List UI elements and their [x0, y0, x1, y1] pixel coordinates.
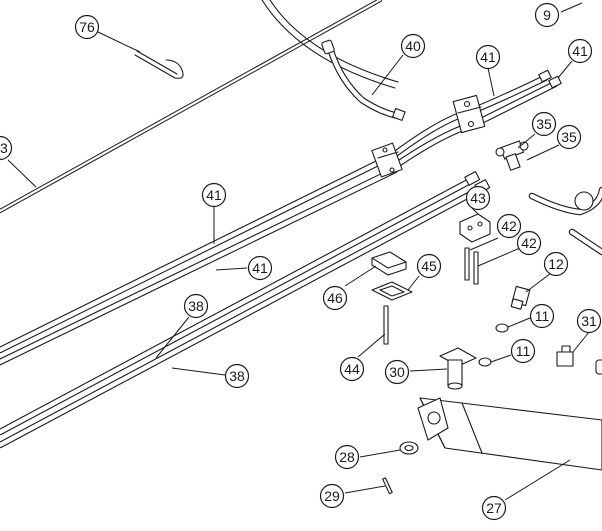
callout-41b: 41	[567, 38, 593, 64]
part-76-hook-pin	[134, 50, 184, 79]
part-30-pivot-pin	[439, 347, 477, 390]
part-11-o-ring-upper	[495, 323, 509, 333]
part-12-fitting	[510, 285, 531, 310]
part-35-tee-fittings	[495, 140, 529, 171]
callout-11b: 11	[510, 338, 536, 364]
callout-11a-label: 11	[535, 308, 550, 324]
callout-29: 29	[319, 483, 345, 509]
callout-31-label: 31	[581, 313, 597, 329]
callout-35b: 35	[556, 124, 582, 150]
callout-42b: 42	[516, 230, 542, 256]
callout-45: 45	[416, 253, 442, 279]
callout-28-label: 28	[339, 449, 355, 465]
callout-42b-label: 42	[521, 235, 537, 251]
callout-76-label: 76	[79, 19, 95, 35]
callout-41d: 41	[247, 255, 273, 281]
callout-40-label: 40	[405, 38, 421, 54]
callout-41c: 41	[201, 182, 227, 208]
part-33-long-rod	[0, 0, 383, 214]
callout-41c-label: 41	[206, 187, 222, 203]
part-43-bracket	[459, 213, 491, 243]
callout-27-label: 27	[486, 500, 502, 516]
callout-31: 31	[576, 308, 602, 334]
callout-38b: 38	[224, 363, 250, 389]
leader-lines	[7, 2, 590, 501]
callout-30: 30	[384, 359, 410, 385]
callout-42a: 42	[496, 213, 522, 239]
part-9-curved-hose	[261, 0, 399, 89]
callout-29-label: 29	[324, 488, 340, 504]
callout-11a: 11	[529, 303, 555, 329]
callout-30-label: 30	[389, 364, 405, 380]
callout-35b-label: 35	[561, 129, 577, 145]
callout-44: 44	[339, 356, 365, 382]
callout-9-label: 9	[543, 7, 551, 23]
part-41-manifold-block	[452, 94, 486, 134]
callout-33: 33	[0, 135, 13, 161]
part-42-bolts	[464, 247, 479, 285]
callout-38b-label: 38	[229, 368, 245, 384]
callout-41d-label: 41	[252, 260, 268, 276]
part-28-washer	[399, 441, 419, 455]
callout-35a: 35	[531, 111, 557, 137]
callout-44-label: 44	[344, 361, 360, 377]
callout-28: 28	[334, 444, 360, 470]
part-45-clamp-plate	[371, 281, 413, 301]
callout-27: 27	[481, 495, 507, 521]
callout-9: 9	[534, 2, 560, 28]
callout-33-label: 33	[0, 140, 8, 156]
callout-40: 40	[400, 33, 426, 59]
callout-46: 46	[322, 285, 348, 311]
part-31-fitting	[556, 345, 602, 375]
callout-12-label: 12	[548, 256, 564, 272]
callout-41a: 41	[475, 44, 501, 70]
callout-45-label: 45	[421, 258, 437, 274]
callout-35a-label: 35	[536, 116, 552, 132]
callout-41b-label: 41	[572, 43, 588, 59]
part-41-main-hose-pair	[0, 158, 399, 366]
callout-46-label: 46	[327, 290, 343, 306]
part-38-hose-pair	[0, 176, 486, 449]
part-44-pin	[383, 305, 389, 345]
callout-12: 12	[543, 251, 569, 277]
part-29-split-pin	[382, 477, 393, 495]
callout-38a-label: 38	[188, 298, 204, 314]
part-46-clamp-half	[371, 251, 407, 276]
part-hose-clamp-block	[371, 142, 403, 178]
callout-76: 76	[74, 14, 100, 40]
callout-11b-label: 11	[516, 343, 531, 359]
callout-43: 43	[465, 185, 491, 211]
part-40-short-hose	[321, 39, 406, 121]
callout-42a-label: 42	[501, 218, 517, 234]
callout-38a: 38	[183, 293, 209, 319]
part-right-elbow-hose	[528, 186, 602, 256]
part-11-o-ring-lower	[478, 357, 492, 367]
part-27-hydraulic-cylinder	[417, 397, 602, 471]
callout-43-label: 43	[470, 190, 486, 206]
callout-41a-label: 41	[480, 49, 496, 65]
